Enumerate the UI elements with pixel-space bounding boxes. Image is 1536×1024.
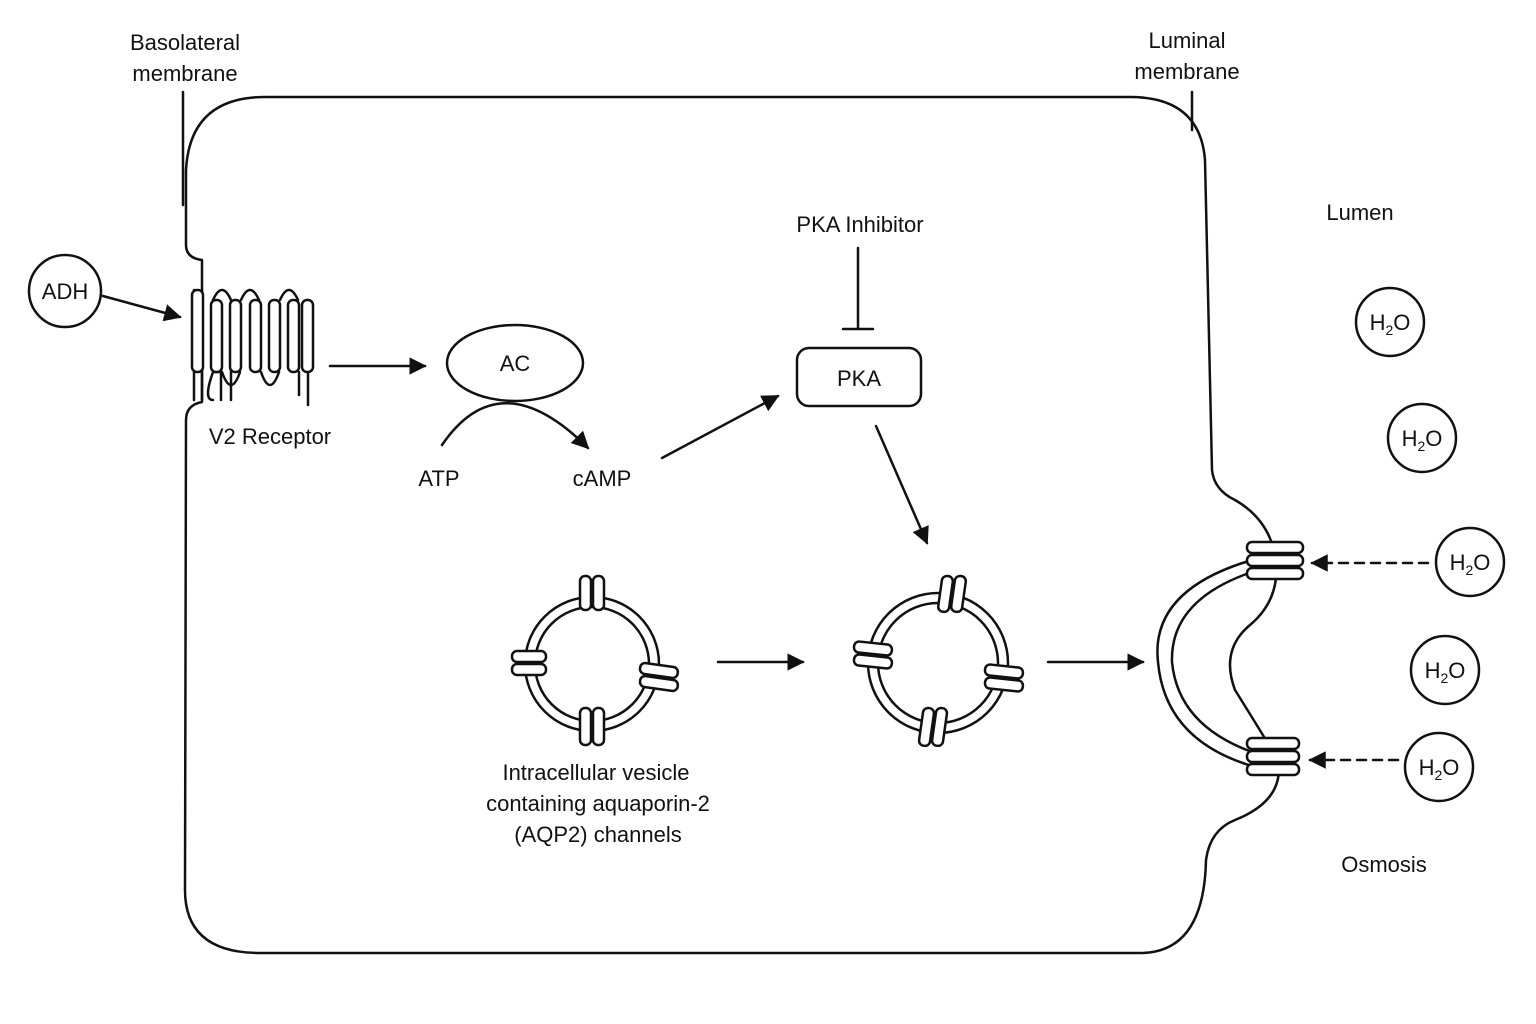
- v2-receptor-label: V2 Receptor: [209, 424, 331, 449]
- water-molecule-1: H2O: [1354, 286, 1426, 358]
- v2-receptor-helices: [190, 288, 315, 407]
- adh-circle: [27, 253, 103, 329]
- svg-text:H2O: H2O: [1450, 550, 1491, 578]
- water-molecule-3: H2O: [1434, 526, 1506, 598]
- svg-text:H2O: H2O: [1425, 658, 1466, 686]
- vesicle-caption-line2: containing aquaporin-2: [486, 791, 710, 816]
- atp-label: ATP: [418, 466, 459, 491]
- water-molecule-2: H2O: [1386, 402, 1458, 474]
- basolateral-label-line1: Basolateral: [130, 30, 240, 55]
- pka-to-vesicle-arrow: [874, 424, 929, 545]
- adh-label: ADH: [42, 279, 88, 304]
- atp-to-camp-curve: [440, 402, 590, 450]
- basolateral-label-line2: membrane: [132, 61, 237, 86]
- vesicle-middle: [852, 574, 1025, 748]
- lumen-label: Lumen: [1326, 200, 1393, 225]
- vesicle-caption-line1: Intracellular vesicle: [502, 760, 689, 785]
- adh-to-receptor-arrow: [101, 294, 182, 322]
- water-molecule-5: H2O: [1403, 731, 1475, 803]
- ac-label: AC: [500, 351, 531, 376]
- camp-label: cAMP: [573, 466, 632, 491]
- pka-label: PKA: [837, 366, 881, 391]
- luminal-label-line1: Luminal: [1148, 28, 1225, 53]
- svg-text:H2O: H2O: [1402, 426, 1443, 454]
- cell-membrane-outline: [183, 95, 1281, 955]
- pka-box: [795, 346, 923, 408]
- vesicle-caption-line3: (AQP2) channels: [514, 822, 682, 847]
- camp-to-pka-arrow: [660, 394, 780, 460]
- water-molecule-4: H2O: [1409, 634, 1481, 706]
- osmosis-label: Osmosis: [1341, 852, 1427, 877]
- adenylyl-cyclase-ellipse: [445, 323, 585, 403]
- luminal-label-line2: membrane: [1134, 59, 1239, 84]
- fused-vesicle-membrane: [1156, 540, 1305, 777]
- svg-text:H2O: H2O: [1419, 755, 1460, 783]
- pka-inhibitor-label: PKA Inhibitor: [796, 212, 923, 237]
- vesicle-left: [510, 574, 680, 747]
- svg-text:H2O: H2O: [1370, 310, 1411, 338]
